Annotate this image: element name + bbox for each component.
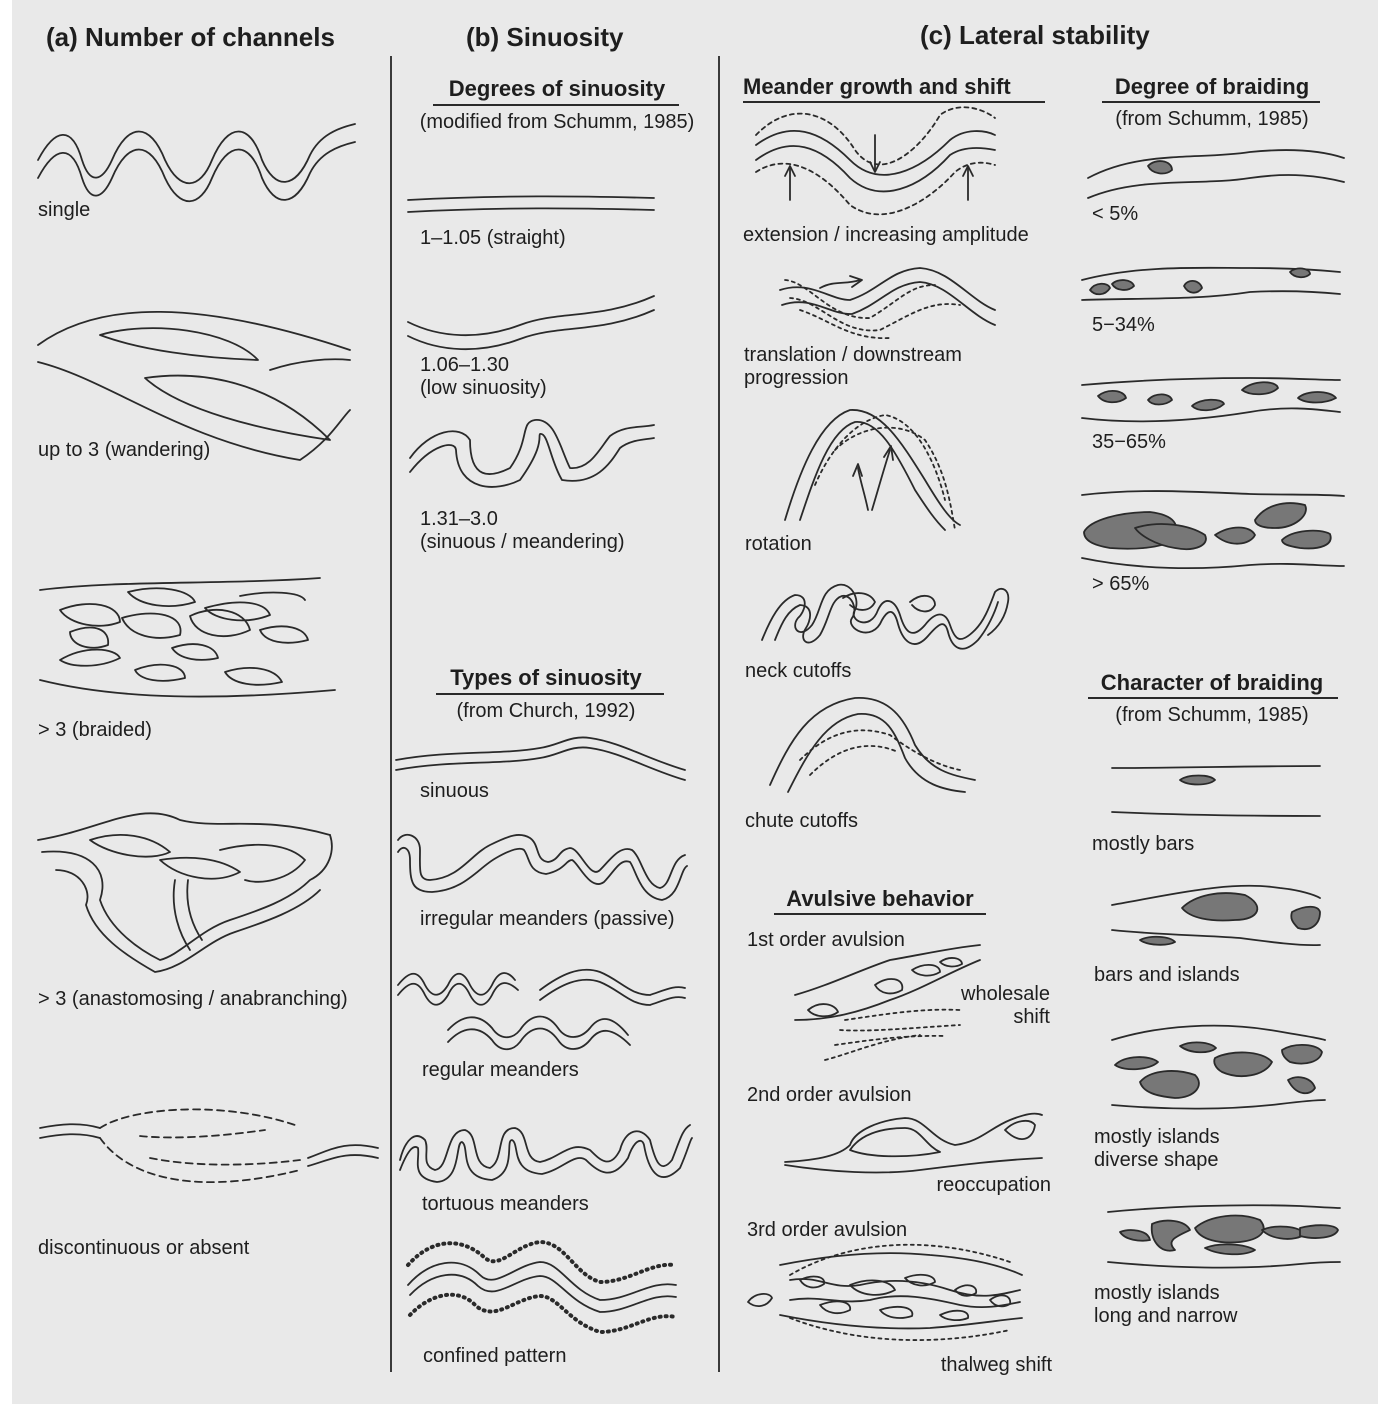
- column-c-title: (c) Lateral stability: [920, 20, 1150, 50]
- avulsive-heading-underline: [774, 913, 986, 915]
- label-reoccupation: reoccupation: [880, 1174, 1051, 1197]
- label-sinuous: sinuous: [420, 780, 489, 803]
- column-b-title: (b) Sinuosity: [466, 22, 623, 52]
- confined-pattern-sketch: [408, 1242, 676, 1332]
- label-irregular-meanders: irregular meanders (passive): [420, 908, 675, 931]
- label-straight: 1–1.05 (straight): [420, 227, 566, 250]
- label-regular-meanders: regular meanders: [422, 1059, 579, 1082]
- label-tortuous-meanders: tortuous meanders: [422, 1193, 589, 1216]
- islands-long-narrow-sketch: [1108, 1205, 1340, 1267]
- chute-cutoffs-sketch: [770, 698, 975, 792]
- degree-braiding-underline: [1102, 101, 1320, 103]
- single-channel-sketch: [38, 124, 355, 201]
- label-islands-long-narrow: mostly islands long and narrow: [1094, 1282, 1237, 1328]
- label-islands-diverse: mostly islands diverse shape: [1094, 1126, 1220, 1172]
- anastomosing-channel-sketch: [38, 813, 332, 972]
- character-braiding-underline: [1088, 697, 1338, 699]
- label-low-sinuosity: 1.06–1.30 (low sinuosity): [420, 354, 547, 400]
- label-wandering: up to 3 (wandering): [38, 439, 210, 462]
- neck-cutoffs-sketch: [762, 585, 1008, 649]
- label-35-65: 35−65%: [1092, 431, 1166, 454]
- types-source: (from Church, 1992): [396, 700, 696, 723]
- regular-meanders-sketch: [398, 970, 685, 1050]
- braiding-gt65-sketch: [1082, 491, 1344, 568]
- label-neck-cutoffs: neck cutoffs: [745, 660, 851, 683]
- character-braiding-heading: Character of braiding: [1080, 670, 1344, 696]
- meander-heading-underline: [743, 101, 1045, 103]
- mostly-bars-sketch: [1112, 766, 1320, 816]
- label-mostly-bars: mostly bars: [1092, 833, 1194, 856]
- label-wholesale-shift: wholesale shift: [900, 983, 1050, 1029]
- label-thalweg-shift: thalweg shift: [880, 1354, 1052, 1377]
- label-discontinuous: discontinuous or absent: [38, 1237, 249, 1260]
- low-sinuosity-sketch: [408, 296, 654, 349]
- discontinuous-channel-sketch: [40, 1109, 378, 1182]
- label-5-34: 5−34%: [1092, 314, 1155, 337]
- degree-braiding-heading: Degree of braiding: [1080, 74, 1344, 100]
- degrees-source: (modified from Schumm, 1985): [407, 111, 707, 134]
- label-single: single: [38, 199, 90, 222]
- straight-channel-sketch: [408, 196, 654, 212]
- label-third-order-avulsion: 3rd order avulsion: [747, 1219, 907, 1242]
- translation-sketch: [780, 268, 995, 338]
- label-extension: extension / increasing amplitude: [743, 224, 1029, 247]
- braiding-lt5-sketch: [1088, 150, 1344, 198]
- braiding-35-65-sketch: [1082, 378, 1340, 421]
- rotation-sketch: [785, 410, 960, 530]
- wandering-channel-sketch: [38, 312, 350, 460]
- extension-sketch: [756, 107, 995, 214]
- islands-diverse-sketch: [1112, 1026, 1325, 1109]
- types-sinuosity-heading: Types of sinuosity: [396, 665, 696, 691]
- label-confined-pattern: confined pattern: [423, 1345, 566, 1368]
- degrees-sinuosity-heading: Degrees of sinuosity: [407, 76, 707, 102]
- label-gt65: > 65%: [1092, 573, 1149, 596]
- third-order-avulsion-sketch: [748, 1245, 1022, 1340]
- braiding-5-34-sketch: [1082, 268, 1340, 300]
- label-bars-and-islands: bars and islands: [1094, 964, 1240, 987]
- label-chute-cutoffs: chute cutoffs: [745, 810, 858, 833]
- second-order-avulsion-sketch: [785, 1114, 1042, 1173]
- label-second-order-avulsion: 2nd order avulsion: [747, 1084, 912, 1107]
- character-braiding-source: (from Schumm, 1985): [1080, 704, 1344, 727]
- sinuous-type-sketch: [396, 737, 685, 780]
- avulsive-heading: Avulsive behavior: [760, 886, 1000, 912]
- label-braided: > 3 (braided): [38, 719, 152, 742]
- tortuous-meanders-sketch: [400, 1125, 692, 1182]
- label-sinuous-meandering: 1.31–3.0 (sinuous / meandering): [420, 508, 625, 554]
- braided-channel-sketch: [40, 578, 335, 697]
- meandering-sketch: [410, 420, 654, 487]
- label-lt5: < 5%: [1092, 203, 1138, 226]
- label-translation: translation / downstream progression: [744, 344, 962, 390]
- irregular-meanders-sketch: [398, 835, 687, 900]
- column-a-title: (a) Number of channels: [46, 22, 335, 52]
- meander-heading: Meander growth and shift: [743, 74, 1011, 100]
- degree-braiding-source: (from Schumm, 1985): [1080, 108, 1344, 131]
- label-anastomosing: > 3 (anastomosing / anabranching): [38, 988, 348, 1011]
- types-heading-underline: [436, 693, 664, 695]
- label-rotation: rotation: [745, 533, 812, 556]
- bars-and-islands-sketch: [1112, 886, 1320, 945]
- label-first-order-avulsion: 1st order avulsion: [747, 929, 905, 952]
- degrees-heading-underline: [433, 104, 679, 106]
